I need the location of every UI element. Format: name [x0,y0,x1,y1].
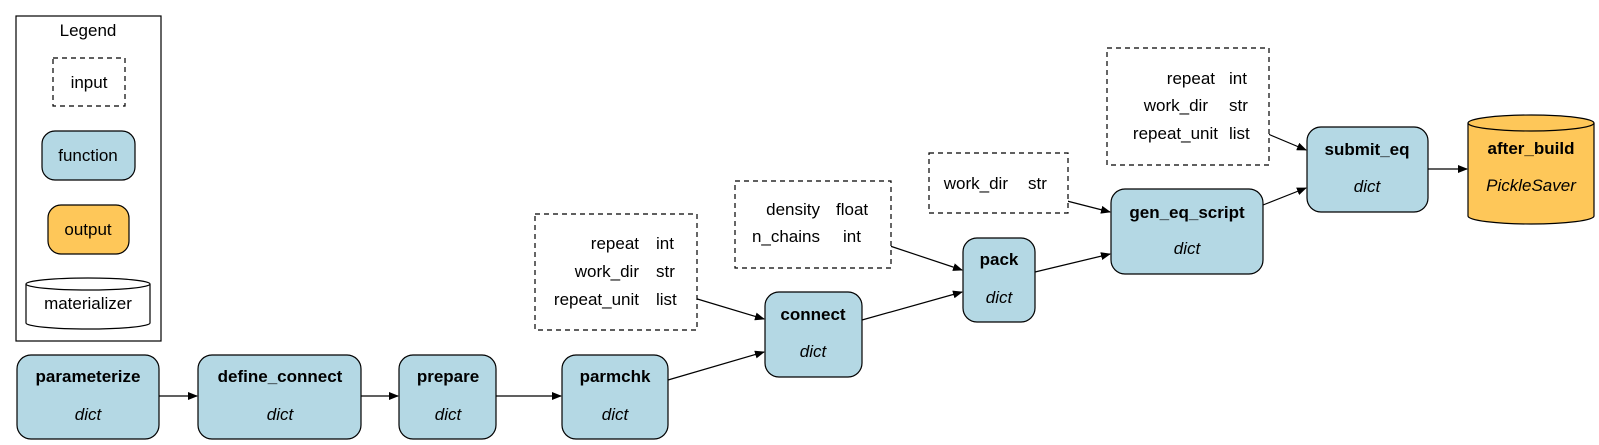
edges [159,133,1468,400]
edge-gen-eq-script-submit-eq [1262,187,1307,206]
node-type: PickleSaver [1486,176,1577,195]
input-name: n_chains [752,227,820,246]
node-type: dict [986,288,1014,307]
legend-input-label: input [71,73,108,92]
input-name: repeat [1167,69,1215,88]
legend-function-label: function [58,146,118,165]
node-pack: pack dict [962,237,1036,323]
node-type: dict [602,405,630,424]
node-submit-eq: submit_eq dict [1306,126,1429,213]
input-name: work_dir [1143,96,1209,115]
edge-connect-pack [861,290,963,321]
node-prepare: prepare dict [398,354,497,440]
node-title: gen_eq_script [1129,203,1245,222]
edge-parmchk-connect [667,350,765,381]
legend-materializer-cylinder [25,277,151,330]
node-title: pack [980,250,1019,269]
input-type: str [1028,174,1047,193]
edge-pack-gen-eq-script [1034,252,1111,273]
input-box-connect: repeat int work_dir str repeat_unit list [534,213,698,331]
node-title: submit_eq [1324,140,1409,159]
node-title: parameterize [36,367,141,386]
input-name: repeat_unit [554,290,639,309]
legend-input-box [52,57,126,107]
node-parmchk: parmchk dict [561,354,669,440]
input-box-submit-eq: repeat int work_dir str repeat_unit list [1106,47,1270,166]
input-type: list [656,290,677,309]
input-type: int [1229,69,1247,88]
node-title: after_build [1488,139,1575,158]
input-type: float [836,200,868,219]
legend-materializer-label: materializer [44,294,132,313]
input-type: int [843,227,861,246]
node-gen-eq-script: gen_eq_script dict [1110,188,1264,275]
node-type: dict [1354,177,1382,196]
legend-function-box [41,130,136,181]
node-type: dict [1174,239,1202,258]
node-type: dict [267,405,295,424]
edge-gen-eq-inputs-gen-eq-script [1066,200,1111,214]
input-name: repeat [591,234,639,253]
node-title: connect [780,305,846,324]
edge-submit-eq-inputs-submit-eq [1267,133,1307,151]
input-type: str [656,262,675,281]
input-name: density [766,200,820,219]
legend-output-box [47,204,130,255]
node-connect: connect dict [764,291,863,378]
input-box-gen-eq-script: work_dir str [928,152,1069,214]
node-parameterize: parameterize dict [16,354,160,440]
input-name: work_dir [574,262,640,281]
legend-title: Legend [60,21,117,40]
node-type: dict [435,405,463,424]
node-title: define_connect [218,367,343,386]
node-title: prepare [417,367,479,386]
node-after-build: after_build PickleSaver [1467,114,1595,225]
node-type: dict [75,405,103,424]
legend: Legend input function output materialize… [15,15,162,342]
input-type: list [1229,124,1250,143]
legend-output-label: output [64,220,112,239]
input-name: repeat_unit [1133,124,1218,143]
edge-connect-inputs-connect [693,297,765,321]
input-name: work_dir [943,174,1009,193]
node-type: dict [800,342,828,361]
input-box-pack: density float n_chains int [734,180,892,269]
node-define-connect: define_connect dict [197,354,362,440]
edge-pack-inputs-pack [889,245,963,271]
input-type: str [1229,96,1248,115]
input-type: int [656,234,674,253]
node-title: parmchk [580,367,651,386]
